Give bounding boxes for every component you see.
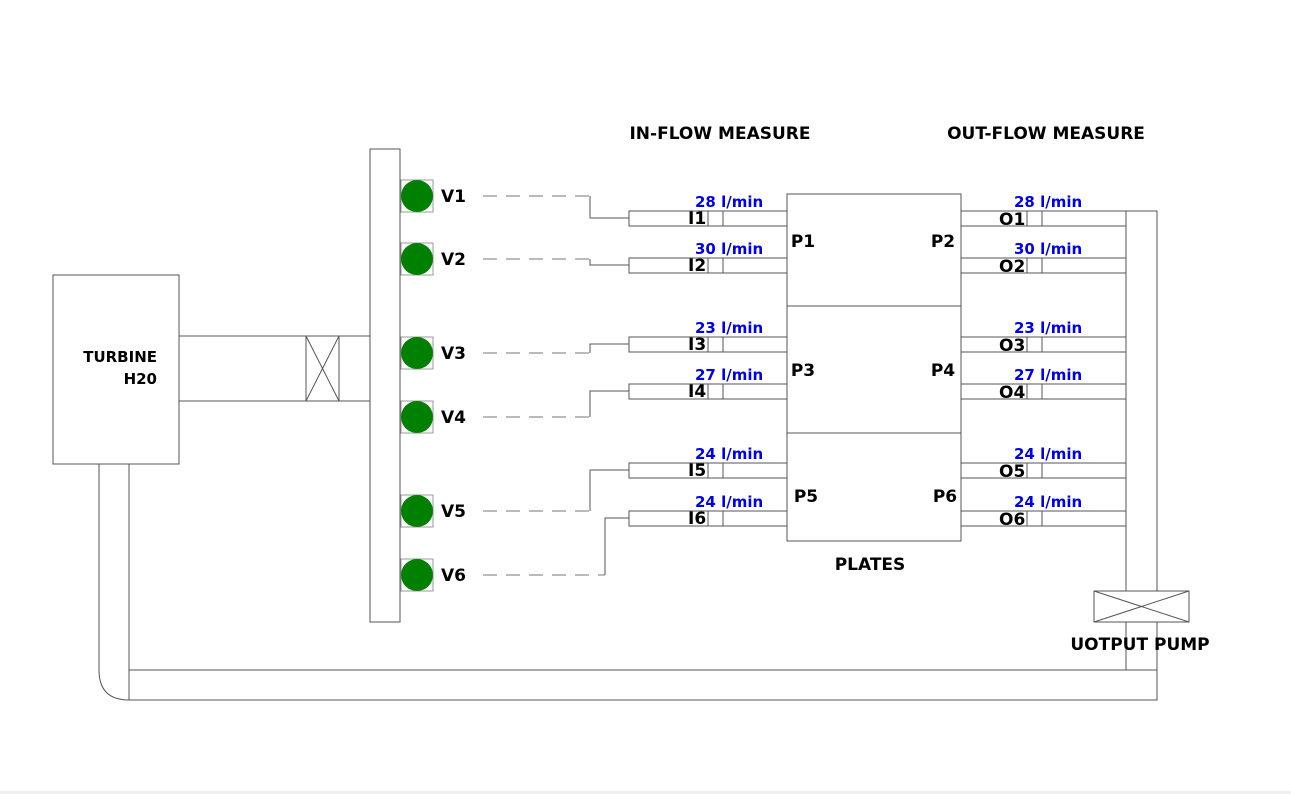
valve-label: V6 (441, 566, 466, 586)
valve-v6[interactable]: V6 (400, 558, 466, 592)
plate-row-3[interactable] (786, 432, 962, 542)
valve-links (483, 195, 629, 576)
input-valve[interactable] (305, 335, 340, 402)
valve-label: V2 (441, 250, 466, 270)
outflow-label: O2 (999, 257, 1025, 277)
valve-indicator (401, 401, 433, 433)
valve-v4[interactable]: V4 (400, 400, 466, 434)
outflow-value: 30 l/min (1014, 240, 1082, 258)
plate-label-p1: P1 (791, 232, 815, 252)
manifold (369, 148, 401, 623)
outflow-label: O5 (999, 462, 1025, 482)
turbine-label-line2: H20 (124, 370, 157, 388)
outflow-value: 24 l/min (1014, 445, 1082, 463)
outflow-label: O4 (999, 383, 1025, 403)
inflow-label: I1 (688, 209, 706, 229)
valve-label: V3 (441, 344, 466, 364)
turbine[interactable]: TURBINE H20 (52, 274, 180, 465)
valve-indicator (401, 559, 433, 591)
plate-label-p6: P6 (933, 487, 957, 507)
outflow-value: 24 l/min (1014, 493, 1082, 511)
valve-label: V4 (441, 408, 466, 428)
outflow-label: O6 (999, 510, 1025, 530)
page-divider (0, 791, 1291, 794)
outflow-value: 28 l/min (1014, 193, 1082, 211)
outflow-label: O1 (999, 210, 1025, 230)
plate-row-1[interactable] (786, 193, 962, 307)
outflow-label: O3 (999, 336, 1025, 356)
plate-label-p3: P3 (791, 361, 815, 381)
valve-v1[interactable]: V1 (400, 179, 466, 213)
return-pipe (98, 463, 1158, 701)
valve-v3[interactable]: V3 (400, 336, 466, 370)
plate-label-p5: P5 (794, 487, 818, 507)
inflow-title: IN-FLOW MEASURE (629, 124, 810, 144)
pump-label: UOTPUT PUMP (1070, 635, 1209, 655)
inflow-value: 24 l/min (695, 445, 763, 463)
inflow-label: I3 (688, 335, 706, 355)
inflow-value: 27 l/min (695, 366, 763, 384)
plates-title: PLATES (835, 555, 906, 575)
valve-label: V5 (441, 502, 466, 522)
valve-indicator (401, 495, 433, 527)
turbine-pipe (178, 335, 372, 402)
inflow-label: I5 (688, 461, 706, 481)
inflow-label: I4 (688, 382, 706, 402)
turbine-label-line1: TURBINE (83, 348, 157, 366)
inflow-value: 24 l/min (695, 493, 763, 511)
plate-label-p2: P2 (931, 232, 955, 252)
outflow-value: 23 l/min (1014, 319, 1082, 337)
plate-row-2[interactable] (786, 305, 962, 434)
output-pump[interactable] (1093, 590, 1190, 623)
inflow-label: I6 (688, 509, 706, 529)
inflow-value: 28 l/min (695, 193, 763, 211)
valve-v2[interactable]: V2 (400, 242, 466, 276)
valve-v5[interactable]: V5 (400, 494, 466, 528)
valve-indicator (401, 243, 433, 275)
plate-label-p4: P4 (931, 361, 955, 381)
valve-indicator (401, 180, 433, 212)
outflow-title: OUT-FLOW MEASURE (947, 124, 1145, 144)
inflow-value: 23 l/min (695, 319, 763, 337)
inflow-value: 30 l/min (695, 240, 763, 258)
outflow-value: 27 l/min (1014, 366, 1082, 384)
valve-indicator (401, 337, 433, 369)
valve-label: V1 (441, 187, 466, 207)
inflow-label: I2 (688, 256, 706, 276)
